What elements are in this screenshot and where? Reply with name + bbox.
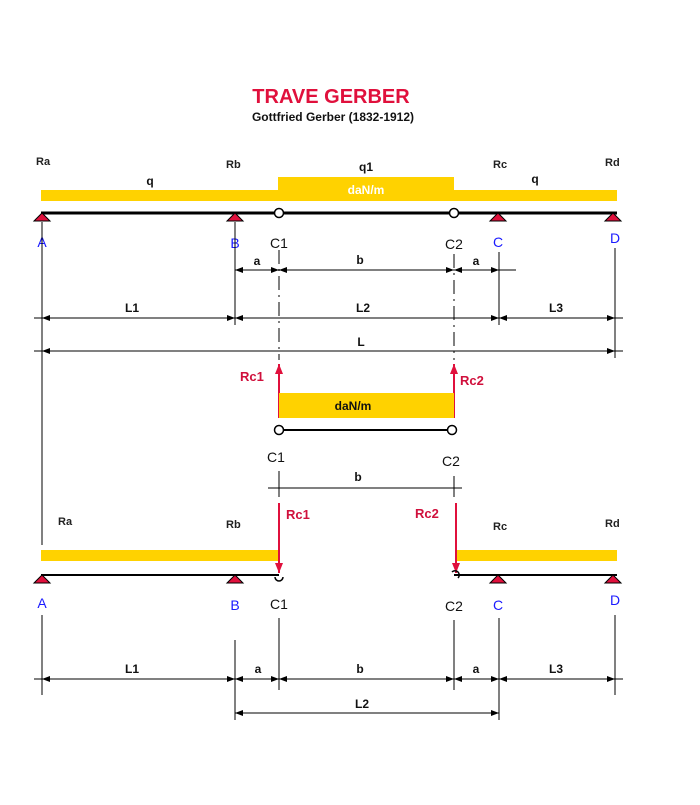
top-node-d: D: [610, 230, 620, 246]
top-node-c2: C2: [445, 236, 463, 252]
bottom-node-b: B: [230, 597, 239, 613]
bottom-node-c2: C2: [445, 598, 463, 614]
dim-a-right-label: a: [473, 254, 480, 268]
middle-load: [279, 393, 454, 418]
bottom-reaction-rb: Rb: [226, 519, 241, 531]
dim-l-label: L: [357, 335, 364, 349]
bottom-force-rc2: Rc2: [415, 506, 439, 521]
bottom-supports: [32, 574, 623, 584]
top-section: Ra Rb Rc Rd q q1 daN/m q A B C1 C2 C D: [32, 156, 623, 360]
top-reaction-ra: Ra: [36, 156, 51, 168]
dim-l2-label: L2: [356, 301, 370, 315]
bottom-node-a: A: [37, 595, 47, 611]
middle-force-rc1: Rc1: [240, 369, 264, 384]
bottom-load-left: [41, 550, 278, 561]
top-reaction-rc: Rc: [493, 159, 507, 171]
middle-section: Rc1 Rc2 daN/m C1 C2 b: [240, 364, 484, 497]
load-q-right: [454, 190, 617, 201]
hinge-c1-icon: [273, 207, 285, 219]
bottom-node-d: D: [610, 592, 620, 608]
load-q-right-label: q: [531, 172, 538, 186]
dim-b-label: b: [356, 253, 363, 267]
bottom-section: Ra Rb Rc Rd Rc1 Rc2 A B C1 C2 C D: [32, 358, 623, 720]
bottom-node-c: C: [493, 597, 503, 613]
support-a-icon: [32, 212, 52, 222]
hinge-c2-icon: [448, 207, 460, 219]
bottom-support-c-icon: [488, 574, 508, 584]
load-q1-label: q1: [359, 160, 373, 174]
top-node-c: C: [493, 234, 503, 250]
middle-node-c2: C2: [442, 453, 460, 469]
bottom-dim-l3-label: L3: [549, 662, 563, 676]
top-reaction-rd: Rd: [605, 157, 620, 169]
dim-l3-label: L3: [549, 301, 563, 315]
dim-a-left-label: a: [254, 254, 261, 268]
bottom-reaction-ra: Ra: [58, 516, 73, 528]
bottom-reaction-rc: Rc: [493, 521, 507, 533]
middle-dim-b-label: b: [354, 470, 361, 484]
middle-load-unit: daN/m: [335, 399, 372, 413]
bottom-dim-a-left-label: a: [255, 662, 262, 676]
bottom-node-c1: C1: [270, 596, 288, 612]
bottom-support-d-icon: [603, 574, 623, 584]
middle-hinge-c2-icon: [446, 424, 458, 436]
middle-hinge-c1-icon: [273, 424, 285, 436]
load-q1: [278, 177, 454, 201]
bottom-force-rc1: Rc1: [286, 507, 310, 522]
support-c-icon: [488, 212, 508, 222]
bottom-dim-b-label: b: [356, 662, 363, 676]
top-supports: [32, 212, 623, 222]
bottom-hinge-c1-icon: [274, 576, 284, 582]
bottom-hinge-c2-icon: [451, 570, 460, 579]
bottom-support-b-icon: [225, 574, 245, 584]
support-b-icon: [225, 212, 245, 222]
bottom-dim-a-right-label: a: [473, 662, 480, 676]
bottom-support-a-icon: [32, 574, 52, 584]
load-q-left-label: q: [146, 174, 153, 188]
middle-force-rc2: Rc2: [460, 373, 484, 388]
load-q1-unit: daN/m: [348, 183, 385, 197]
load-q-left: [41, 190, 278, 201]
top-reaction-rb: Rb: [226, 159, 241, 171]
top-node-c1: C1: [270, 235, 288, 251]
bottom-dim-l1-label: L1: [125, 662, 139, 676]
middle-node-c1: C1: [267, 449, 285, 465]
support-d-icon: [603, 212, 623, 222]
diagram-subtitle: Gottfried Gerber (1832-1912): [252, 110, 414, 124]
diagram-title: TRAVE GERBER: [252, 86, 410, 108]
bottom-load-right: [457, 550, 617, 561]
bottom-reaction-rd: Rd: [605, 518, 620, 530]
bottom-dim-l2-label: L2: [355, 697, 369, 711]
dim-l1-label: L1: [125, 301, 139, 315]
